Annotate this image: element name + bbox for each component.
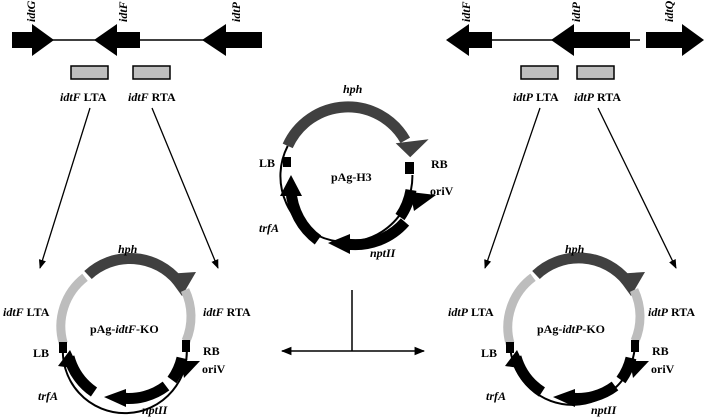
- rta-label: idtP RTA: [574, 90, 621, 104]
- rta-flank-box: [132, 65, 171, 80]
- nptII-arc: [569, 381, 619, 404]
- trfA-arrowhead: [280, 175, 302, 196]
- lta-label: idtF LTA: [60, 90, 107, 104]
- nptII-arc: [120, 381, 170, 404]
- center-plasmid: hph pAg-H3 LB RB oriV trfA nptII: [259, 82, 454, 260]
- idtP-gene-arrow: [202, 24, 262, 56]
- hph-arc: [84, 252, 183, 285]
- LB-label: LB: [33, 346, 49, 360]
- nptII-arrowhead: [104, 389, 126, 407]
- oriV-label: oriV: [651, 362, 675, 376]
- idtF-gene-arrow: [446, 24, 492, 56]
- trfA-label: trfA: [486, 389, 506, 403]
- nptII-label: nptII: [142, 403, 169, 417]
- idtG-gene-arrow: [12, 24, 54, 56]
- RB-label: RB: [652, 344, 669, 358]
- rta-arrow: [597, 107, 677, 269]
- hph-arrowhead: [395, 139, 429, 158]
- left-ko-plasmid: hph pAg-idtF-KO idtF LTA idtF RTA LB RB …: [3, 242, 251, 417]
- lta-flank-arc: [56, 273, 88, 345]
- gene-label-idtQ: idtQ: [662, 0, 676, 22]
- RB-border: [631, 340, 639, 352]
- lta-arrow: [38, 107, 91, 269]
- nptII-arc: [345, 218, 410, 251]
- nptII-arrowhead: [553, 389, 575, 407]
- lta-label: idtF LTA: [3, 305, 50, 319]
- oriV-arc: [167, 356, 188, 384]
- rta-arrow: [151, 107, 219, 269]
- right-ko-plasmid: hph pAg-idtP-KO idtP LTA idtP RTA LB RB …: [448, 242, 695, 417]
- LB-border: [283, 157, 291, 167]
- lta-label: idtP LTA: [513, 90, 559, 104]
- hph-arrowhead: [166, 272, 196, 296]
- LB-border: [506, 342, 514, 353]
- plasmid-name: pAg-H3: [331, 170, 372, 184]
- oriV-label: oriV: [430, 184, 454, 198]
- oriV-arrowhead: [410, 192, 436, 211]
- LB-label: LB: [259, 156, 275, 170]
- trfA-arc: [285, 189, 322, 245]
- RB-border: [182, 340, 190, 352]
- oriV-arc: [395, 188, 417, 221]
- idtP-gene-arrow: [551, 24, 630, 56]
- split-arrow: [280, 290, 426, 356]
- hph-label: hph: [565, 242, 585, 256]
- rta-label: idtP RTA: [648, 305, 695, 319]
- lta-flank-box: [70, 65, 109, 80]
- LB-border: [59, 342, 67, 353]
- trfA-label: trfA: [38, 389, 58, 403]
- rta-label: idtF RTA: [203, 305, 251, 319]
- hph-label: hph: [118, 242, 138, 256]
- nptII-arrowhead: [328, 234, 350, 254]
- lta-flank-arc: [503, 273, 536, 345]
- hph-arc: [282, 101, 411, 149]
- rta-flank-box: [576, 65, 615, 80]
- oriV-label: oriV: [202, 362, 226, 376]
- trfA-arrowhead: [505, 350, 526, 369]
- lta-flank-box: [520, 65, 559, 80]
- hph-arc: [532, 252, 632, 285]
- nptII-label: nptII: [370, 246, 397, 260]
- idtQ-gene-arrow: [646, 24, 704, 56]
- lta-arrow: [484, 107, 541, 269]
- rta-label: idtF RTA: [128, 90, 176, 104]
- idtF-gene-arrow: [94, 24, 140, 56]
- trfA-label: trfA: [259, 221, 279, 235]
- RB-label: RB: [431, 157, 448, 171]
- left-locus: idtG idtF idtP idtF LTA idtF RTA: [12, 0, 262, 269]
- lta-label: idtP LTA: [448, 305, 494, 319]
- RB-border: [405, 162, 414, 174]
- rta-flank-arc: [629, 288, 645, 343]
- right-locus: idtF idtP idtQ idtP LTA idtP RTA: [446, 0, 704, 269]
- gene-label-idtP: idtP: [569, 1, 583, 22]
- plasmid-name: pAg-idtP-KO: [537, 322, 605, 336]
- gene-label-idtF: idtF: [116, 1, 130, 22]
- oriV-arrowhead: [630, 361, 649, 378]
- oriV-arrowhead: [181, 361, 200, 378]
- gene-label-idtG: idtG: [24, 0, 38, 22]
- plasmid-name: pAg-idtF-KO: [90, 322, 159, 336]
- oriV-arc: [616, 356, 637, 384]
- nptII-label: nptII: [591, 403, 618, 417]
- LB-label: LB: [481, 346, 497, 360]
- rta-flank-arc: [180, 288, 196, 343]
- hph-label: hph: [343, 82, 363, 96]
- RB-label: RB: [203, 344, 220, 358]
- gene-label-idtF: idtF: [459, 1, 473, 22]
- hph-arrowhead: [615, 272, 645, 296]
- gene-label-idtP: idtP: [229, 1, 243, 22]
- trfA-arrowhead: [58, 350, 79, 369]
